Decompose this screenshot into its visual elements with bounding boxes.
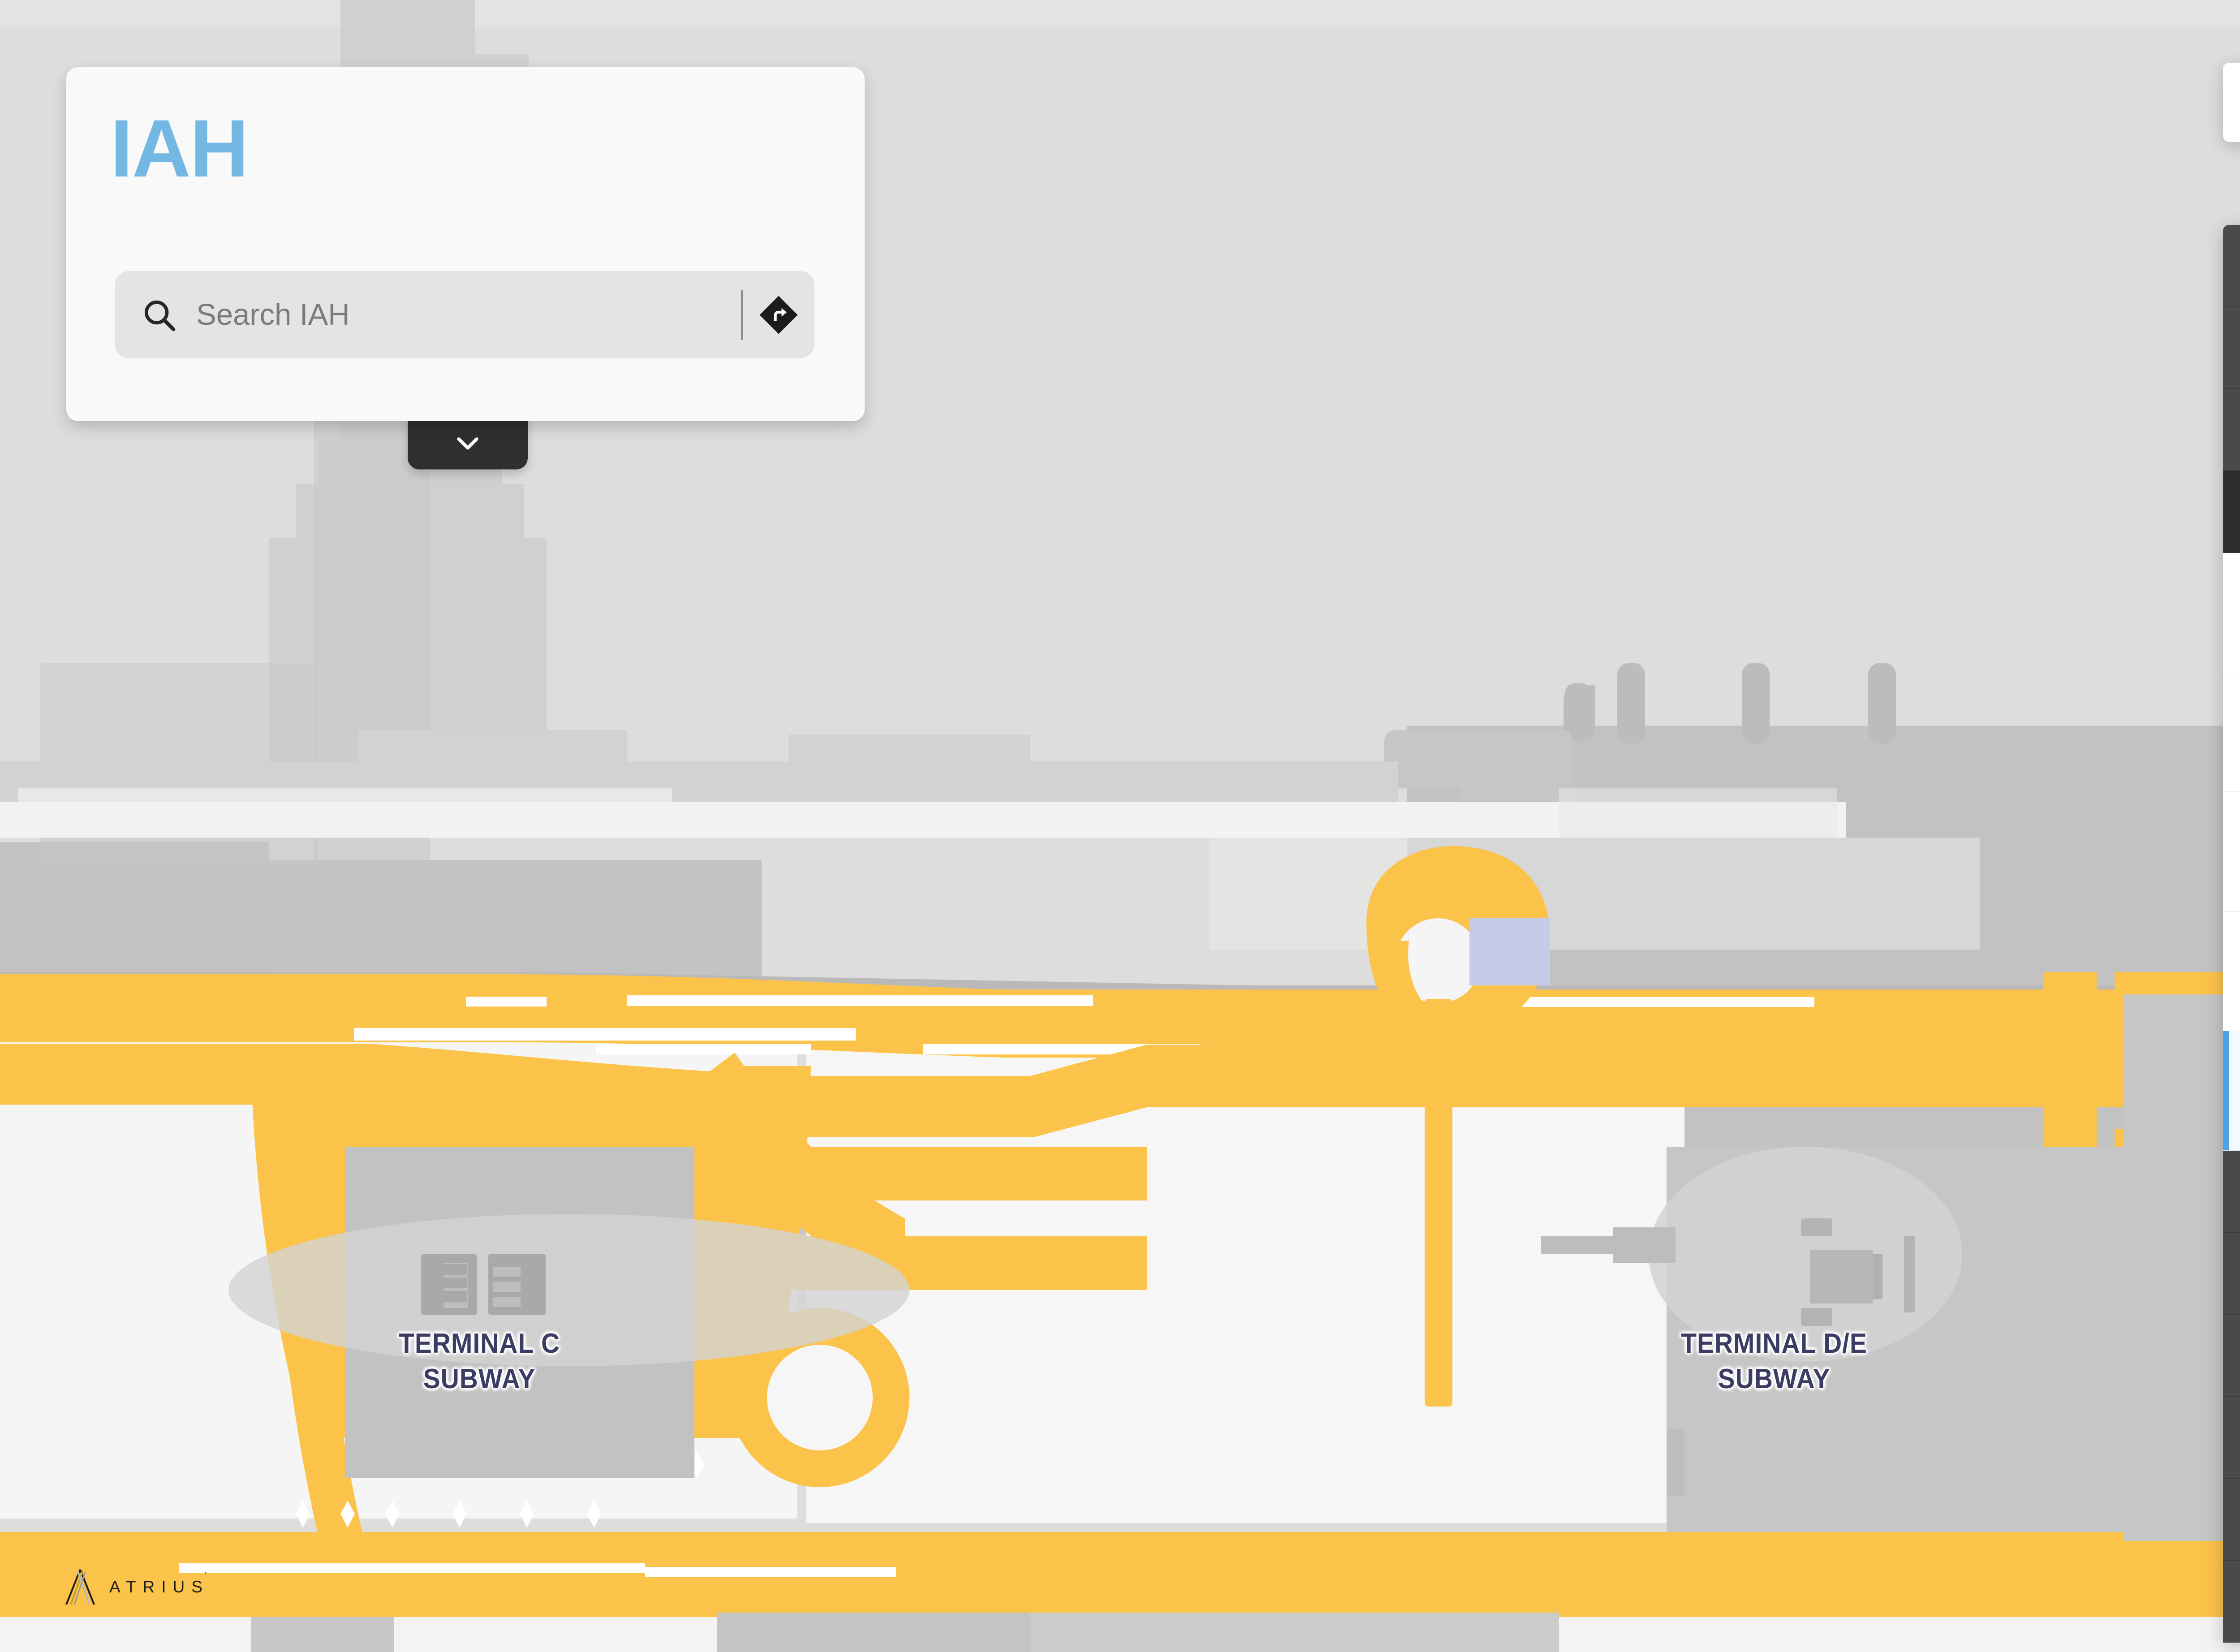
chevron-down-icon [457, 437, 478, 450]
dropdown-item-terminal-b[interactable]: Terminal B [2223, 307, 2240, 389]
dropdown-levels: Level 3 Arrivals Level 2 Departures / Ga… [2223, 553, 2240, 1151]
dropdown-item-ecopark2[interactable]: Ecopark2 [2223, 1479, 2240, 1561]
directions-icon [759, 296, 798, 334]
dropdown-item-ecopark[interactable]: Ecopark [2223, 1397, 2240, 1479]
dropdown-level-w[interactable]: Level W Walkway [2223, 912, 2240, 1031]
dropdown-item-terminal-c[interactable]: Terminal C [2223, 389, 2240, 471]
atrius-attribution: ATRIUS’ [63, 1568, 218, 1606]
directions-button[interactable] [743, 271, 814, 358]
search-icon [144, 300, 176, 331]
search-input[interactable] [195, 297, 741, 332]
panel-collapse-tab[interactable] [408, 417, 528, 469]
search-bar[interactable] [115, 271, 814, 358]
search-divider [741, 289, 743, 340]
dropdown-level-ll[interactable]: Level LL Subway [2223, 1031, 2240, 1151]
atrius-logo-icon [65, 1569, 95, 1605]
search-panel: IAH [66, 67, 865, 421]
atrius-wordmark: ATRIUS’ [109, 1570, 214, 1596]
airport-code-title: IAH [110, 103, 249, 194]
dropdown-item-rental-car-center[interactable]: Rental Car Center [2223, 1315, 2240, 1397]
dropdown-level-3[interactable]: Level 3 Arrivals [2223, 553, 2240, 672]
dropdown-level-1[interactable]: Level 1 Departures / Check-In [2223, 792, 2240, 912]
dropdown-item-terminal-a[interactable]: Terminal A [2223, 225, 2240, 307]
dropdown-item-marriott-hotel[interactable]: Marriott Hotel [2223, 1233, 2240, 1315]
floor-selector-value[interactable]: Terminal D Level LL [2223, 63, 2240, 142]
dropdown-level-2[interactable]: Level 2 Departures / Gates [2223, 672, 2240, 792]
dropdown-item-parking-a-b[interactable]: Parking A-B [2223, 1561, 2240, 1643]
floor-selector-dropdown: Terminal A Terminal B Terminal C Termina… [2223, 225, 2240, 1643]
dropdown-item-terminal-e[interactable]: Terminal E [2223, 1151, 2240, 1233]
floor-selector[interactable]: Terminal D Level LL [2223, 63, 2240, 142]
dropdown-list: Terminal A Terminal B Terminal C Termina… [2223, 225, 2240, 1643]
dropdown-item-terminal-d[interactable]: Terminal D [2223, 471, 2240, 553]
